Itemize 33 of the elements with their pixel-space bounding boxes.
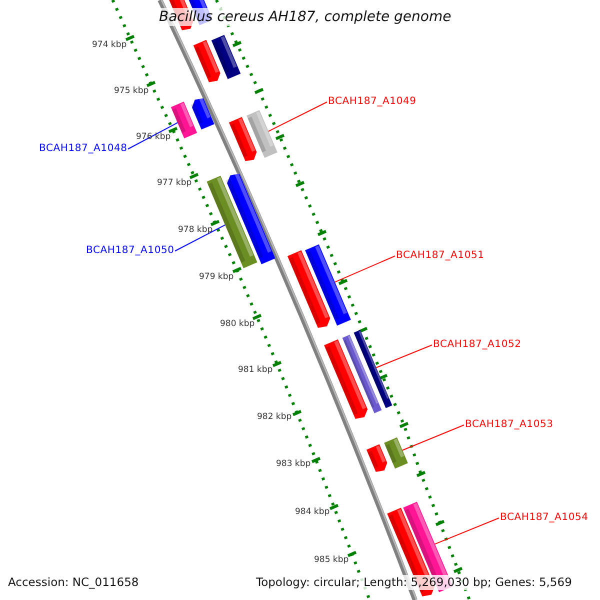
gene-label: BCAH187_A1050 [86, 245, 174, 257]
tick-label: 978 kbp [178, 225, 213, 236]
gene-bar [305, 244, 351, 326]
tick-label: 982 kbp [257, 412, 292, 423]
tick-label: 983 kbp [276, 459, 311, 470]
tick-label: 976 kbp [136, 132, 171, 143]
tick-label: 980 kbp [220, 319, 255, 330]
tick-label: 984 kbp [295, 507, 330, 518]
gene-bar [384, 437, 408, 469]
leader-line [268, 102, 328, 132]
leader-line [402, 424, 464, 451]
tick-label: 977 kbp [157, 178, 192, 189]
leader-line [334, 256, 396, 283]
leader-line [376, 344, 432, 368]
gene-label: BCAH187_A1051 [396, 250, 484, 262]
leader-line [128, 122, 178, 150]
leader-line [174, 224, 226, 252]
tick-label: 981 kbp [238, 365, 273, 376]
tick-label: 974 kbp [92, 40, 127, 51]
tick-label: 975 kbp [114, 86, 149, 97]
gene-label: BCAH187_A1049 [328, 96, 416, 108]
tick-label: 979 kbp [199, 272, 234, 283]
tick-label: 985 kbp [314, 555, 349, 566]
gene-bar [246, 110, 278, 158]
gene-label: BCAH187_A1052 [433, 339, 522, 351]
leader-line [434, 518, 500, 545]
footer-text: Accession: NC_011658 [8, 575, 139, 590]
gene-bar [170, 102, 198, 138]
gene-label: BCAH187_A1048 [39, 143, 128, 155]
footer-text: Topology: circular; Length: 5,269,030 bp; Genes: 5,569 [256, 575, 572, 590]
gene-label: BCAH187_A1054 [500, 512, 588, 524]
gene-label: BCAH187_A1053 [465, 419, 554, 431]
gene-bar [354, 330, 392, 408]
